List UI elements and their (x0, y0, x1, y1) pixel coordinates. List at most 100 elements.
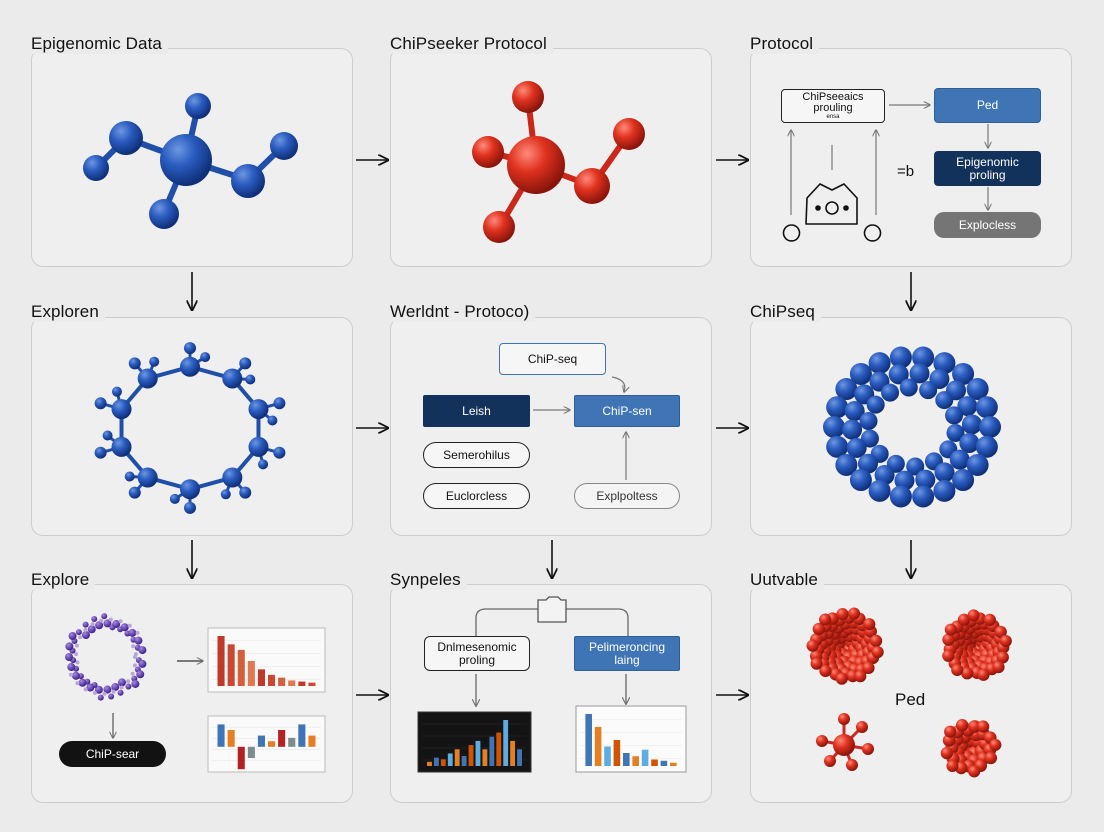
atom (130, 671, 135, 676)
sphere (968, 765, 981, 778)
bar (227, 644, 235, 686)
sphere (812, 622, 825, 636)
atom (136, 670, 145, 679)
bar (623, 753, 630, 766)
atom (83, 687, 88, 692)
synpeles-connectors (476, 608, 628, 706)
atom (81, 630, 90, 639)
purple-ring-molecule (65, 613, 147, 701)
atom (245, 374, 256, 385)
bar (496, 732, 502, 766)
node-leish: Leish (423, 395, 530, 427)
sphere (888, 364, 909, 385)
node-sublabel: ensa (826, 113, 840, 120)
bar-chart-descending (207, 627, 326, 693)
atom (101, 613, 108, 620)
atom (108, 693, 115, 700)
sphere (909, 363, 930, 384)
atom (83, 627, 88, 632)
node-chip-seq: ChiP-seq (499, 343, 606, 375)
sphere (859, 412, 878, 431)
atom (124, 471, 135, 482)
sphere (957, 613, 971, 626)
sphere (967, 609, 980, 622)
atom (67, 663, 76, 672)
bar (594, 727, 602, 766)
atom (86, 683, 95, 692)
protocol-connectors (791, 105, 988, 215)
bar (651, 759, 658, 766)
sphere (966, 453, 989, 476)
atom (824, 755, 836, 767)
panel-uutvable (750, 584, 1072, 803)
sphere (944, 623, 957, 636)
atom (273, 397, 286, 410)
sphere (977, 720, 990, 733)
bar (475, 740, 481, 766)
sphere (919, 381, 938, 400)
atom (91, 616, 98, 623)
atom (258, 459, 269, 470)
atom (117, 678, 126, 687)
sphere (989, 738, 1002, 751)
bar-chart-light (575, 705, 687, 773)
bar (268, 741, 276, 747)
sphere (933, 479, 956, 502)
bar (288, 737, 296, 747)
atom (267, 415, 278, 426)
blue-sphere-torus (823, 346, 1001, 508)
sphere (951, 663, 964, 677)
panel-title: Synpeles (390, 570, 467, 590)
bar (489, 736, 495, 766)
atom (103, 619, 112, 628)
sphere (868, 352, 891, 375)
sphere (994, 625, 1007, 639)
atom (131, 644, 136, 649)
bar (237, 649, 245, 686)
side-label: =b (897, 163, 915, 180)
bar (510, 740, 516, 766)
sphere (946, 423, 965, 442)
atom (99, 618, 104, 623)
atom (169, 493, 180, 504)
atom (68, 631, 77, 640)
blue-ring-molecule (94, 342, 286, 514)
sphere (966, 378, 989, 401)
chart-frame (207, 715, 326, 773)
atom (222, 467, 243, 488)
atom (127, 623, 132, 628)
atom (135, 630, 140, 635)
sphere (899, 378, 918, 397)
sphere (935, 391, 954, 410)
atom (184, 501, 196, 514)
bar (268, 674, 276, 686)
atom (833, 734, 855, 756)
atom (102, 691, 107, 696)
atom (120, 623, 129, 632)
bar (517, 749, 522, 766)
atom (78, 678, 87, 687)
atom (94, 446, 107, 459)
sphere (961, 414, 982, 435)
ped-label: Ped (895, 690, 926, 709)
atom (138, 659, 147, 668)
sphere (846, 437, 867, 458)
atom (111, 436, 132, 457)
atom (846, 759, 858, 771)
chip-sear-pill: ChiP-sear (59, 741, 166, 767)
atom (838, 713, 850, 725)
atom (248, 399, 269, 420)
bar (447, 753, 453, 766)
sphere (955, 719, 969, 732)
sphere (942, 649, 955, 662)
sphere (975, 435, 998, 458)
node-euclorcless: Euclorcless (423, 483, 530, 509)
sphere (823, 416, 845, 438)
atom (128, 486, 141, 499)
bar (440, 759, 446, 766)
atom (856, 721, 868, 733)
atom (125, 683, 132, 690)
sphere (949, 449, 970, 470)
sphere (934, 462, 955, 483)
